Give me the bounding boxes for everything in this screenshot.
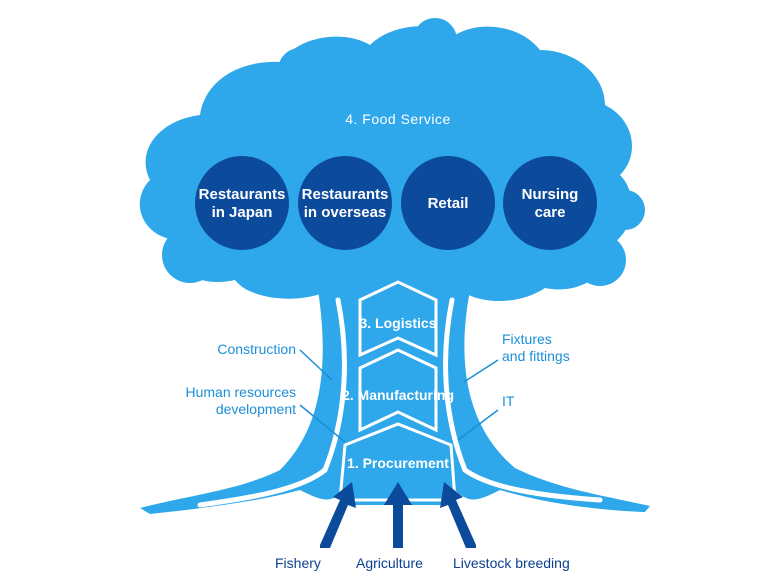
stage-logistics: 3. Logistics <box>359 315 436 331</box>
arrow-fishery <box>320 482 356 548</box>
segment-circle-retail <box>401 156 495 250</box>
segment-circle-nursing <box>503 156 597 250</box>
label-agriculture: Agriculture <box>356 555 423 571</box>
segment-circles <box>195 156 597 250</box>
source-arrows <box>320 482 476 548</box>
stage-procurement: 1. Procurement <box>347 455 449 471</box>
segment-circle-overseas <box>298 156 392 250</box>
label-livestock: Livestock breeding <box>453 555 570 571</box>
connector-lines <box>299 349 499 443</box>
label-fixtures: Fixtures and fittings <box>502 331 570 364</box>
segment-label-2: Retail <box>428 195 469 212</box>
segment-circle-japan <box>195 156 289 250</box>
label-it: IT <box>502 393 515 409</box>
canopy <box>139 18 645 302</box>
label-fishery: Fishery <box>275 555 321 571</box>
stage-manufacturing: 2. Manufacturing <box>342 387 454 403</box>
label-human-resources: Human resources development <box>185 384 297 417</box>
arrow-livestock <box>440 482 476 548</box>
canopy-title: 4. Food Service <box>345 111 451 127</box>
arrow-agriculture <box>384 482 412 548</box>
trunk-vines <box>197 297 603 508</box>
label-construction: Construction <box>217 341 296 357</box>
